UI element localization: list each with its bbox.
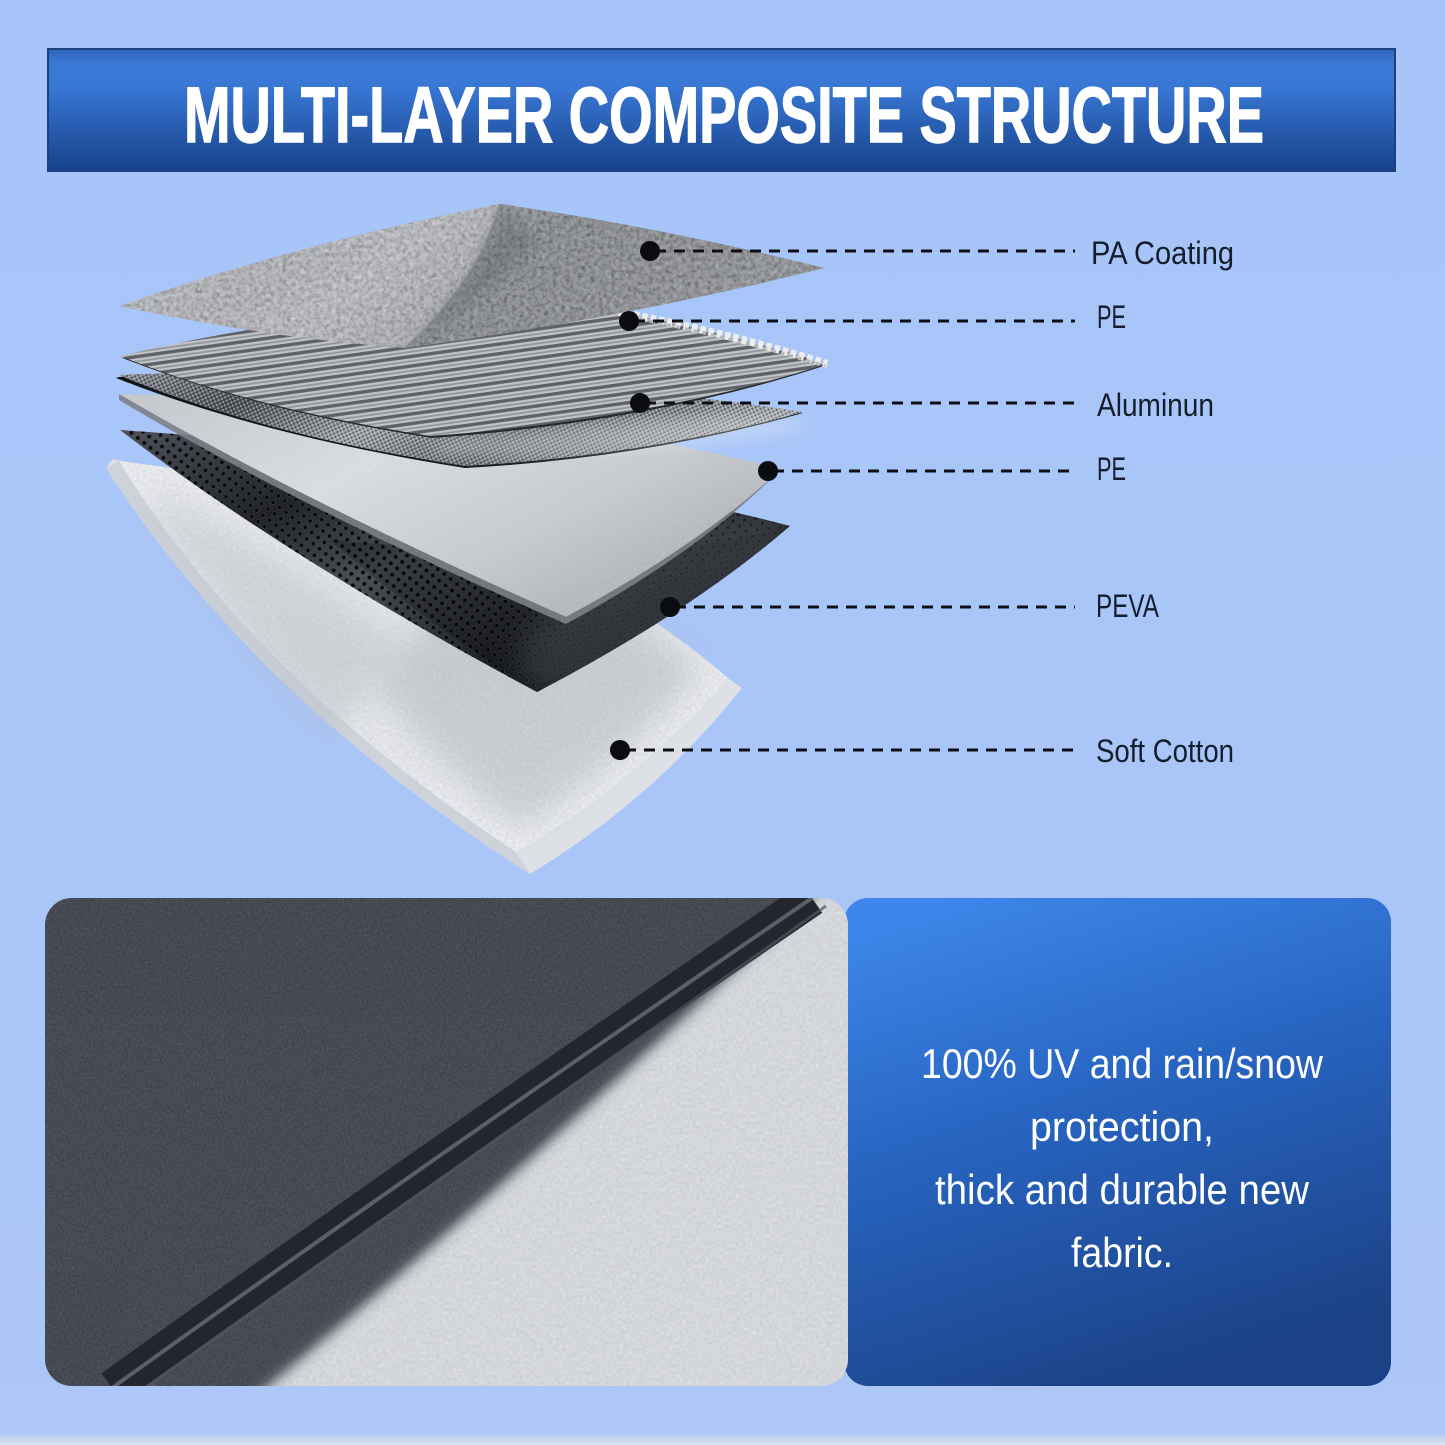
svg-text:PE: PE [1097,299,1126,335]
svg-text:protection,: protection, [1030,1103,1214,1150]
svg-text:fabric.: fabric. [1071,1229,1173,1276]
svg-text:100% UV and rain/snow: 100% UV and rain/snow [921,1040,1324,1087]
svg-text:PEVA: PEVA [1096,588,1159,624]
svg-text:PE: PE [1097,451,1126,487]
svg-text:Aluminun: Aluminun [1097,387,1214,423]
svg-text:Soft Cotton: Soft Cotton [1096,733,1234,769]
svg-text:MULTI-LAYER COMPOSITE STRUCTUR: MULTI-LAYER COMPOSITE STRUCTURE [184,70,1264,159]
svg-text:thick and durable new: thick and durable new [935,1166,1310,1213]
svg-text:PA Coating: PA Coating [1091,235,1234,271]
